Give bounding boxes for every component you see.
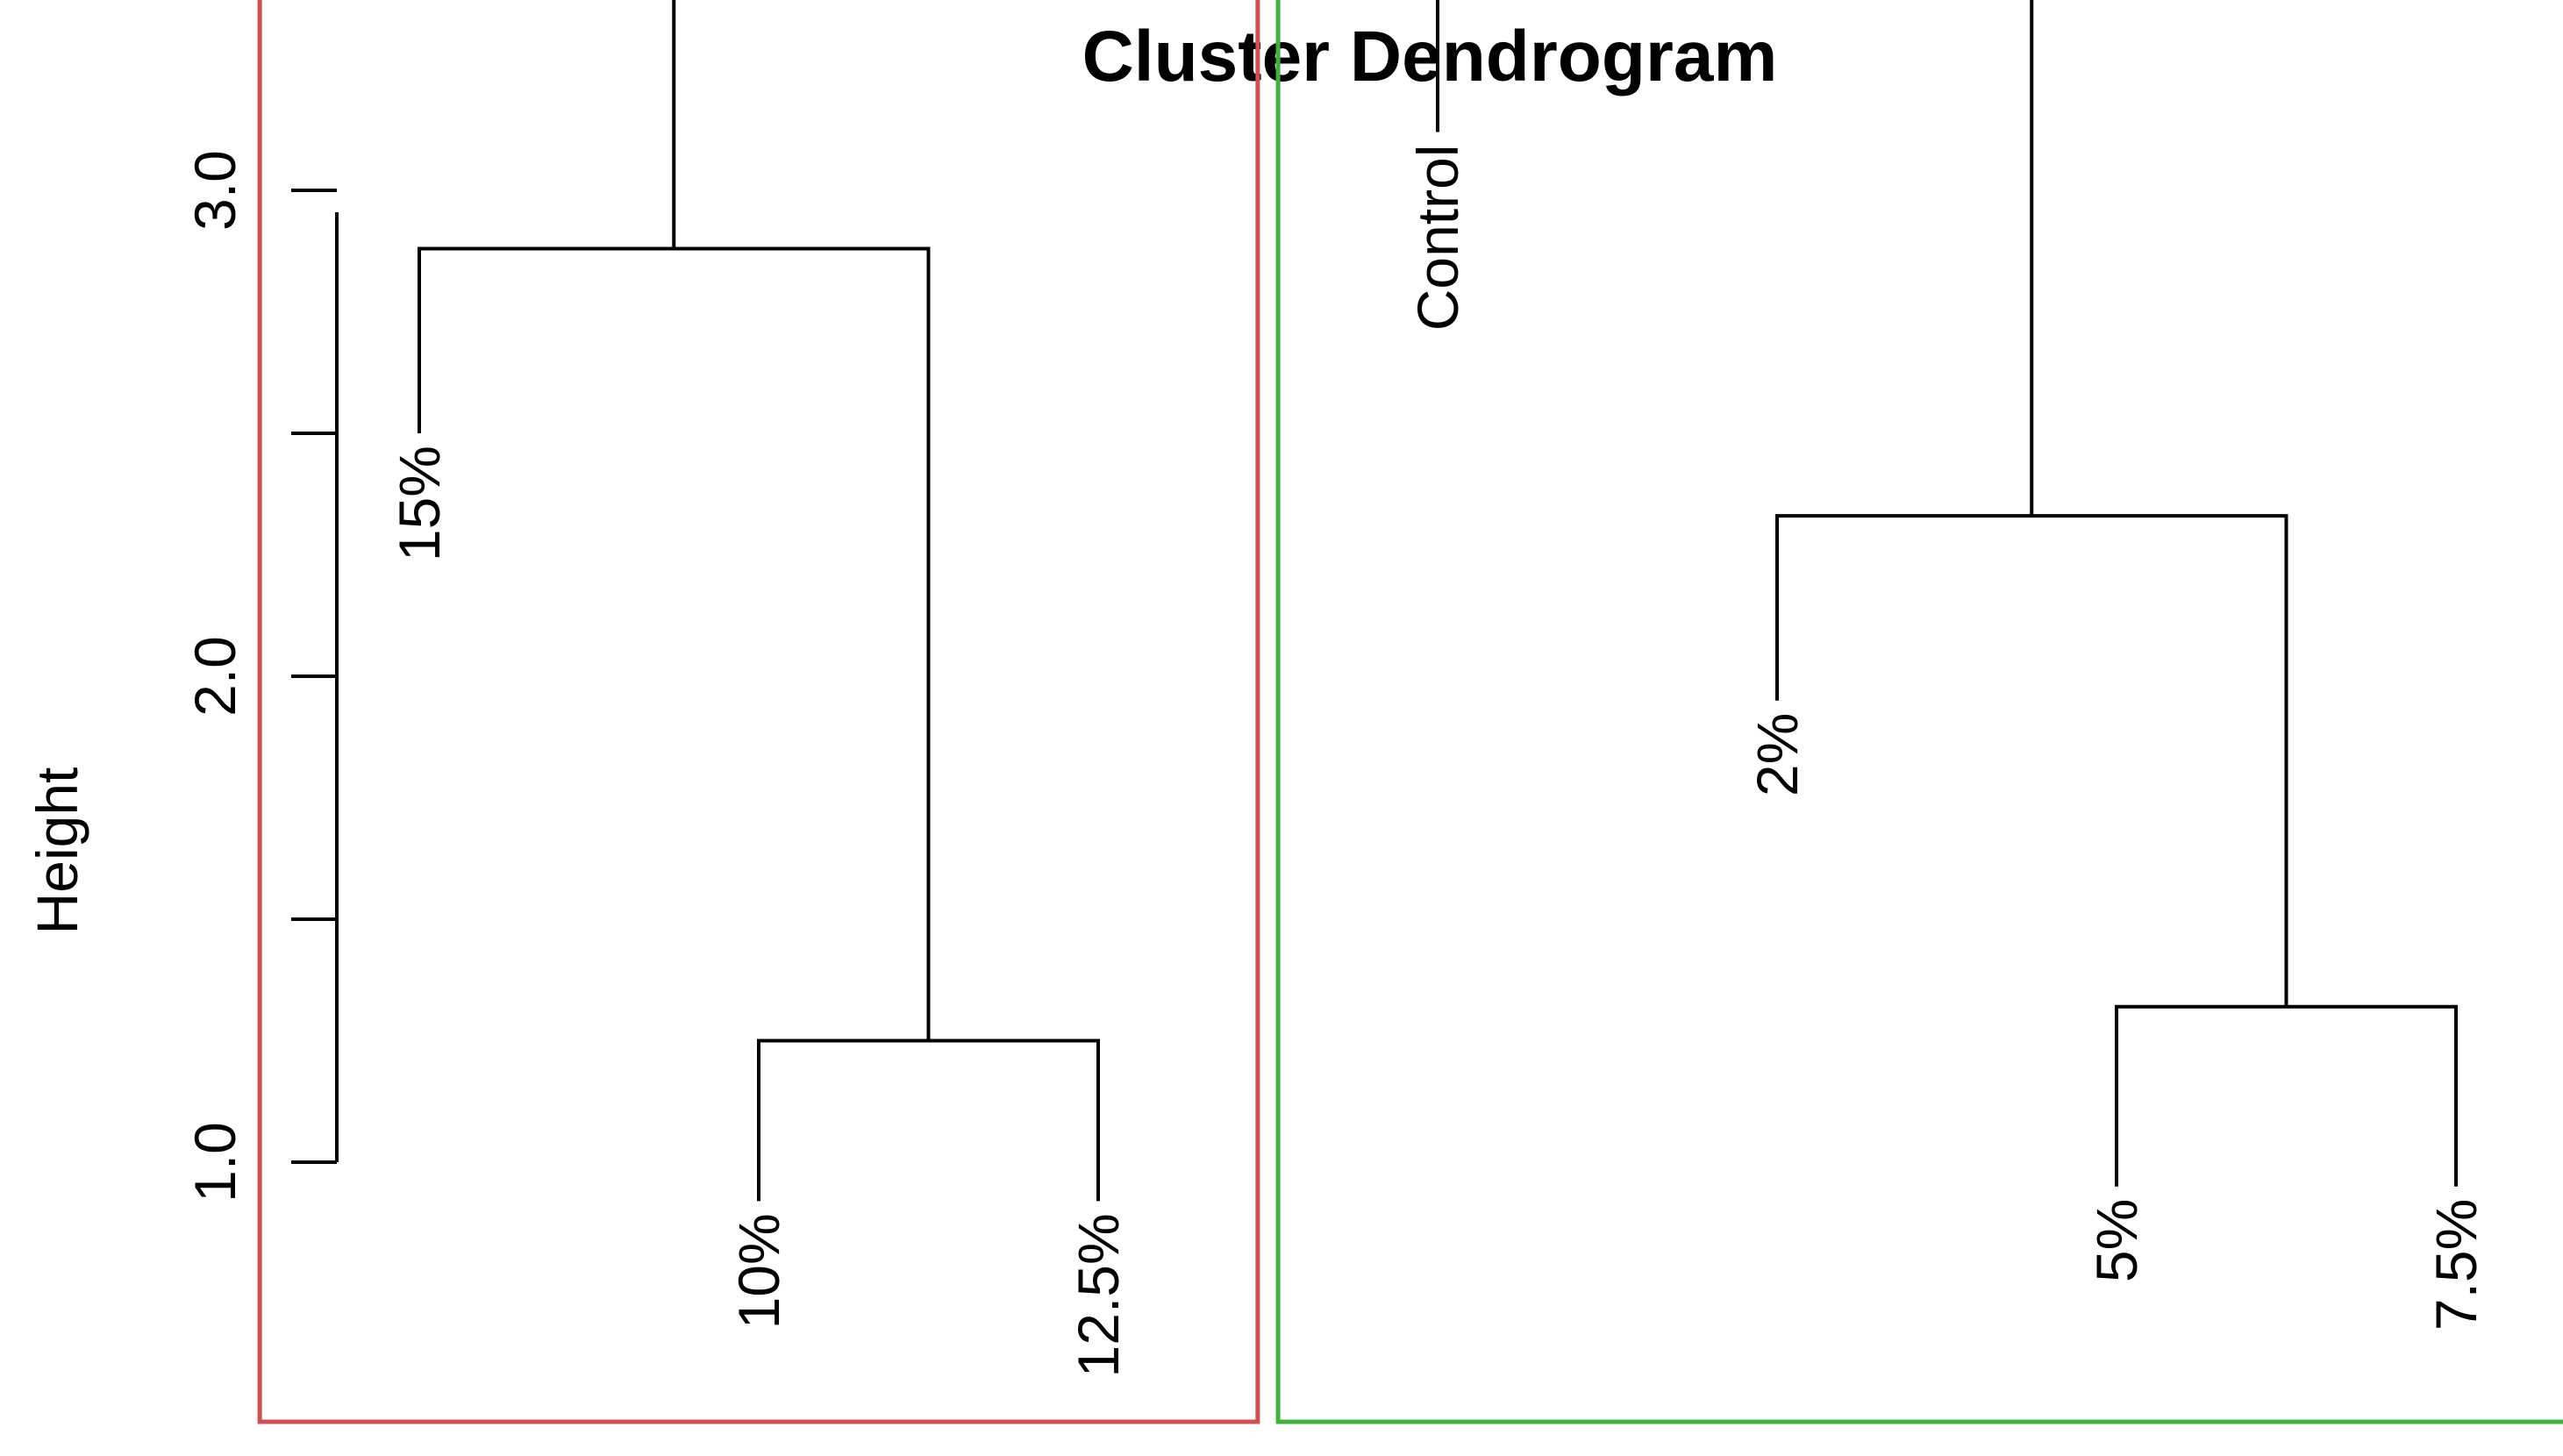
leaf-label: 12.5% [1066,1213,1131,1377]
leaf-label: Control [1405,145,1470,332]
chart-title: Cluster Dendrogram [1082,17,1778,96]
cluster-boxes [257,0,2563,1424]
cluster-box-cluster-1 [257,0,1260,1424]
leaf-label: 2% [1745,713,1810,796]
leaf-label: 15% [387,446,452,561]
merge-link-M4 [1775,514,2288,1007]
merge-link-M2 [418,246,931,1041]
leaf-label: 7.5% [2424,1199,2488,1331]
y-axis: 1.02.03.04.0 [182,150,339,1203]
y-axis-label: Height [25,767,89,935]
dendrogram-tree [418,0,2458,1202]
leaf-label: 10% [726,1213,791,1329]
y-tick-label: 2.0 [182,636,247,717]
leaf-labels: 15% 10% 12.5% Control 2% 5% 7.5% [387,145,2488,1378]
y-tick-label: 1.0 [182,1122,247,1203]
merge-link-M5 [1436,0,2034,517]
merge-link-M1 [757,1038,1100,1202]
y-tick-label: 3.0 [182,150,247,231]
cluster-box-cluster-2 [1275,0,2563,1424]
leaf-label: 5% [2084,1199,2149,1282]
merge-link-M3 [2115,1004,2458,1187]
